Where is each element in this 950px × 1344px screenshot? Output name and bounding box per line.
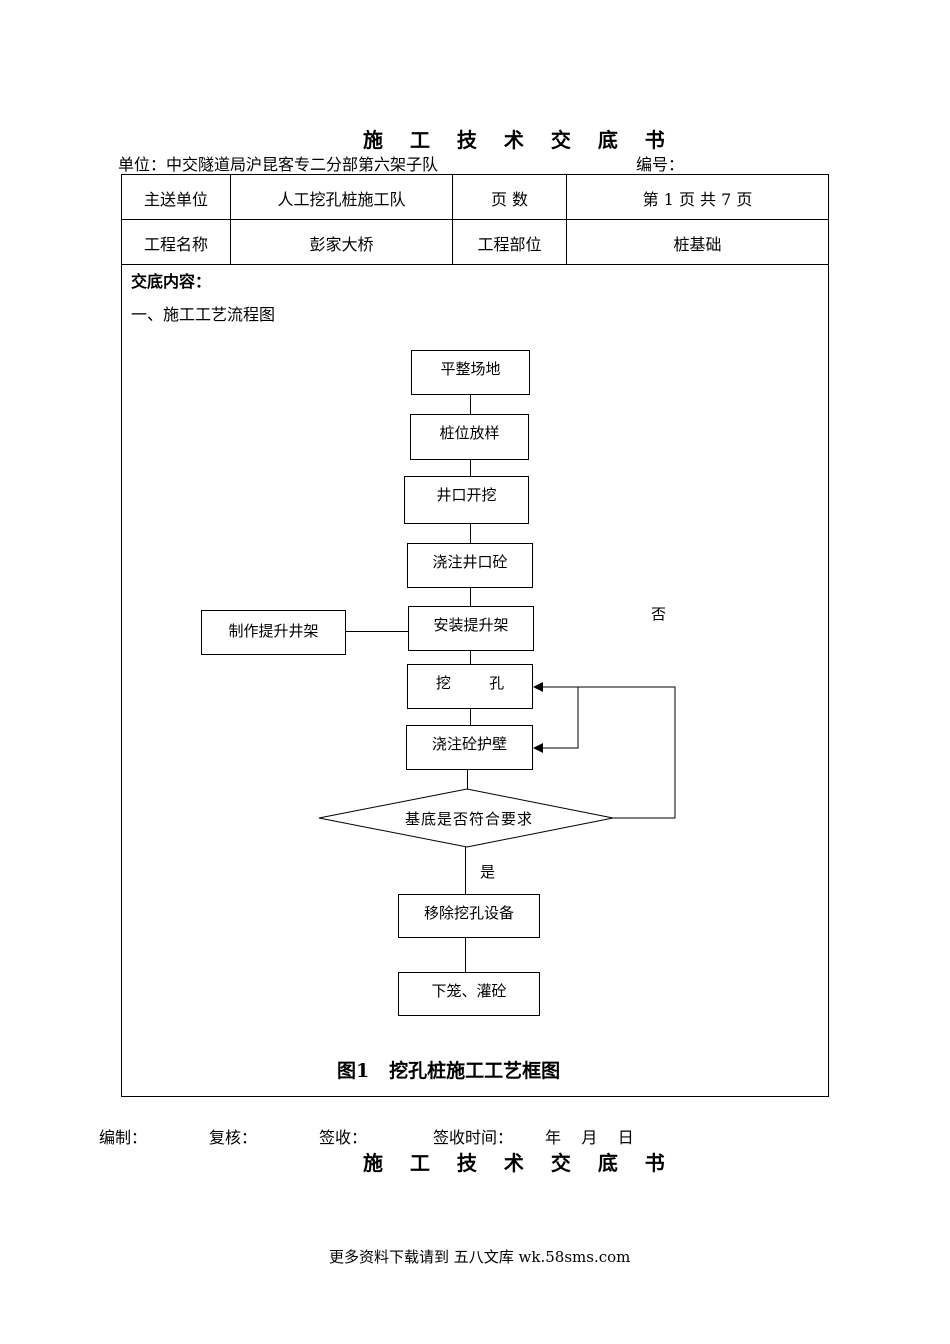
figure-caption: 图1 挖孔桩施工工艺框图 — [337, 1060, 561, 1082]
connector-line — [470, 708, 471, 725]
cell-project-label: 工程名称 — [143, 235, 208, 254]
reviewed-label: 复核： — [209, 1128, 258, 1147]
step-box-wellhead-concrete: 浇注井口砼 — [407, 543, 533, 588]
table-border-right — [828, 174, 829, 1097]
table-divider — [230, 174, 231, 265]
loop-line-no — [542, 686, 676, 819]
date-placeholder: 年 月 日 — [545, 1128, 634, 1147]
table-divider — [566, 174, 567, 265]
table-divider — [121, 219, 829, 220]
step-box-wellhead-excavation: 井口开挖 — [404, 476, 529, 524]
arrowhead-to-dig — [533, 682, 543, 692]
cell-recipient-label: 主送单位 — [143, 190, 208, 209]
cell-recipient-value: 人工挖孔桩施工队 — [277, 190, 406, 209]
table-divider — [452, 174, 453, 265]
side-box-make-hoist-frame: 制作提升井架 — [201, 610, 346, 655]
prepared-label: 编制： — [99, 1128, 148, 1147]
step-box-pile-layout: 桩位放样 — [410, 414, 529, 460]
step-box-dig-hole: 挖 孔 — [407, 664, 533, 709]
arrowhead-to-wall — [533, 743, 543, 753]
section-heading: 一、施工工艺流程图 — [131, 305, 276, 324]
step-box-remove-equipment: 移除挖孔设备 — [398, 894, 540, 938]
cell-pages-value: 第 1 页 共 7 页 — [642, 190, 753, 209]
table-divider — [121, 264, 829, 265]
step-box-pour-wall: 浇注砼护壁 — [406, 725, 533, 770]
footer-note: 更多资料下载请到 五八文库 wk.58sms.com — [329, 1248, 631, 1266]
table-border-bottom — [121, 1096, 829, 1097]
content-label: 交底内容： — [131, 272, 212, 291]
number-label: 编号： — [636, 155, 685, 174]
received-time-label: 签收时间： — [433, 1128, 514, 1147]
side-connector-line — [345, 631, 409, 632]
table-border-top — [121, 174, 829, 175]
connector-line — [470, 394, 471, 414]
cell-project-value: 彭家大桥 — [309, 235, 374, 254]
connector-line — [470, 650, 471, 664]
table-border-left — [121, 174, 122, 1097]
connector-line — [465, 937, 466, 972]
connector-line — [470, 459, 471, 476]
step-box-leveling: 平整场地 — [411, 350, 530, 395]
cell-part-label: 工程部位 — [477, 235, 542, 254]
cell-part-value: 桩基础 — [673, 235, 722, 254]
cell-pages-label: 页 数 — [490, 190, 529, 209]
connector-line — [467, 769, 468, 789]
step-box-install-hoist: 安装提升架 — [408, 606, 534, 651]
unit-line: 单位：中交隧道局沪昆客专二分部第六架子队 — [118, 155, 439, 174]
no-label: 否 — [651, 605, 667, 623]
connector-line — [465, 847, 466, 894]
connector-line — [470, 587, 471, 606]
next-document-title: 施 工 技 术 交 底 书 — [363, 1151, 675, 1175]
decision-text: 基底是否符合要求 — [405, 810, 534, 828]
yes-label: 是 — [480, 863, 496, 881]
connector-line — [470, 523, 471, 543]
step-box-cage-concrete: 下笼、灌砼 — [398, 972, 540, 1016]
received-label: 签收： — [319, 1128, 368, 1147]
document-title: 施 工 技 术 交 底 书 — [363, 128, 675, 152]
loop-line-inner — [542, 687, 579, 749]
